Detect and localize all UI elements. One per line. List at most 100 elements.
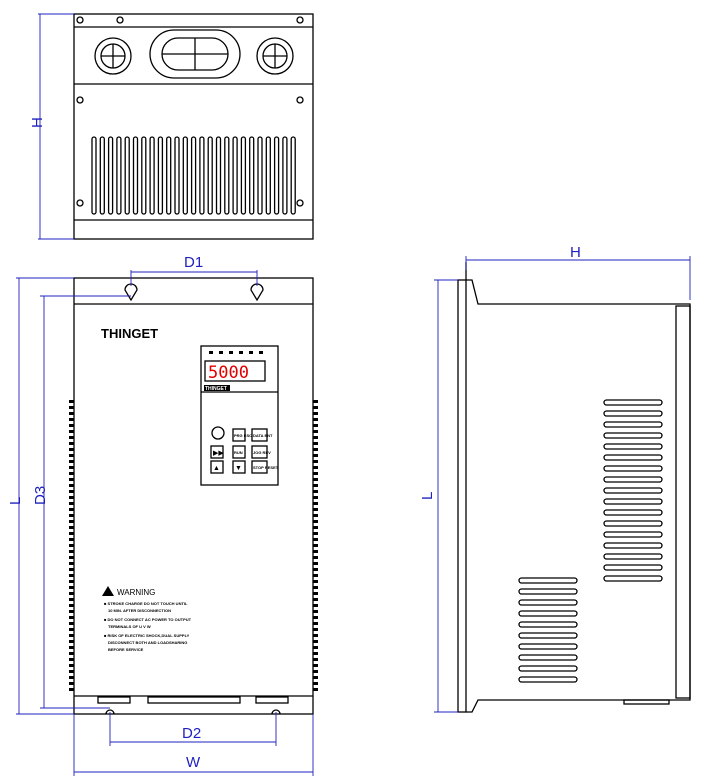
vent-slot xyxy=(273,136,280,215)
heatsink-fin xyxy=(313,538,318,541)
heatsink-fin xyxy=(69,538,74,541)
vent-slot xyxy=(518,665,578,672)
heatsink-fin xyxy=(69,640,74,643)
heatsink-fin xyxy=(69,574,74,577)
heatsink-fin xyxy=(69,610,74,613)
keypad-arrow-icon: ▼ xyxy=(235,465,242,472)
keypad-key[interactable] xyxy=(251,460,268,474)
heatsink-fin xyxy=(69,418,74,421)
heatsink-fin xyxy=(313,574,318,577)
heatsink-fin xyxy=(313,634,318,637)
heatsink-fin xyxy=(313,556,318,559)
heatsink-fin xyxy=(313,502,318,505)
vent-slot xyxy=(603,410,663,417)
heatsink-fin xyxy=(69,568,74,571)
heatsink-fin xyxy=(69,658,74,661)
heatsink-fin xyxy=(69,682,74,685)
vent-slot xyxy=(518,621,578,628)
vent-slot xyxy=(518,632,578,639)
heatsink-fin xyxy=(69,634,74,637)
heatsink-fin xyxy=(313,598,318,601)
heatsink-fin xyxy=(313,688,318,691)
potentiometer-knob[interactable] xyxy=(211,426,225,440)
heatsink-fin xyxy=(69,400,74,403)
heatsink-fin xyxy=(69,412,74,415)
dim-d1: D1 xyxy=(184,254,203,271)
vent-slot xyxy=(224,136,230,215)
heatsink-fin xyxy=(313,424,318,427)
vent-slot xyxy=(232,136,238,215)
heatsink-fin xyxy=(69,460,74,463)
status-led xyxy=(259,351,263,354)
vent-slot xyxy=(257,136,263,215)
dim-d2: D2 xyxy=(182,725,201,742)
brand-logo: THINGET xyxy=(101,326,158,341)
heatsink-fin xyxy=(313,610,318,613)
keypad-key[interactable] xyxy=(251,445,268,459)
keypad-key[interactable] xyxy=(232,428,246,442)
status-led xyxy=(249,351,253,354)
vent-slot xyxy=(603,476,663,483)
side-view xyxy=(457,262,691,713)
keypad-key[interactable] xyxy=(251,428,268,442)
heatsink-fin xyxy=(313,604,318,607)
heatsink-fin xyxy=(69,670,74,673)
heatsink-fin xyxy=(313,412,318,415)
keypad-display: 5000 xyxy=(208,363,249,383)
dim-d3: D3 xyxy=(32,486,49,505)
keypad-key[interactable] xyxy=(210,460,224,474)
heatsink-fin xyxy=(313,478,318,481)
vent-slot xyxy=(603,498,663,505)
keypad-key[interactable] xyxy=(232,445,246,459)
vent-slot xyxy=(603,432,663,439)
heatsink-fin xyxy=(69,526,74,529)
vent-slot xyxy=(603,531,663,538)
heatsink-fin xyxy=(313,418,318,421)
keypad-key-label: JOG REV xyxy=(253,450,271,455)
keypad-key[interactable] xyxy=(232,460,246,474)
keypad-arrow-icon: ▶▶ xyxy=(213,450,224,457)
heatsink-fin xyxy=(313,466,318,469)
keypad-key-label: PRG ESC xyxy=(234,433,252,438)
vent-slot xyxy=(603,564,663,571)
heatsink-fin xyxy=(69,622,74,625)
warning-line: 10 MIN. AFTER DISCONNECTION xyxy=(108,608,171,613)
vent-slot xyxy=(116,136,122,215)
heatsink-fin xyxy=(313,484,318,487)
status-led xyxy=(239,351,243,354)
cable-hole-right xyxy=(256,37,294,75)
status-led xyxy=(219,351,223,354)
keypad-arrow-icon: ▲ xyxy=(213,465,220,472)
keypad-key-label: DATA ENT xyxy=(253,433,273,438)
top-view xyxy=(73,13,314,240)
heatsink-fin xyxy=(69,562,74,565)
heatsink-fin xyxy=(69,514,74,517)
heatsink-fin xyxy=(313,622,318,625)
screw-icon xyxy=(76,199,84,207)
heatsink-fin xyxy=(69,520,74,523)
heatsink-fin xyxy=(69,586,74,589)
heatsink-fin xyxy=(69,676,74,679)
vent-slot xyxy=(603,399,663,406)
heatsink-fin xyxy=(69,472,74,475)
vent-slot xyxy=(207,136,213,215)
heatsink-fin xyxy=(313,550,318,553)
vent-slot xyxy=(603,421,663,428)
vent-slot xyxy=(518,654,578,661)
keypad-key[interactable] xyxy=(210,445,224,459)
vent-slot xyxy=(518,577,578,584)
heatsink-fin xyxy=(313,460,318,463)
vent-slot xyxy=(603,520,663,527)
vent-slot xyxy=(518,599,578,606)
screw-icon xyxy=(296,16,304,24)
vent-slot xyxy=(149,136,155,215)
heatsink-fin xyxy=(313,430,318,433)
vent-slot xyxy=(290,136,296,215)
heatsink-fin xyxy=(313,580,318,583)
warning-title: WARNING xyxy=(117,588,155,597)
heatsink-fin xyxy=(313,532,318,535)
heatsink-fin xyxy=(313,646,318,649)
vent-slot xyxy=(124,136,130,215)
